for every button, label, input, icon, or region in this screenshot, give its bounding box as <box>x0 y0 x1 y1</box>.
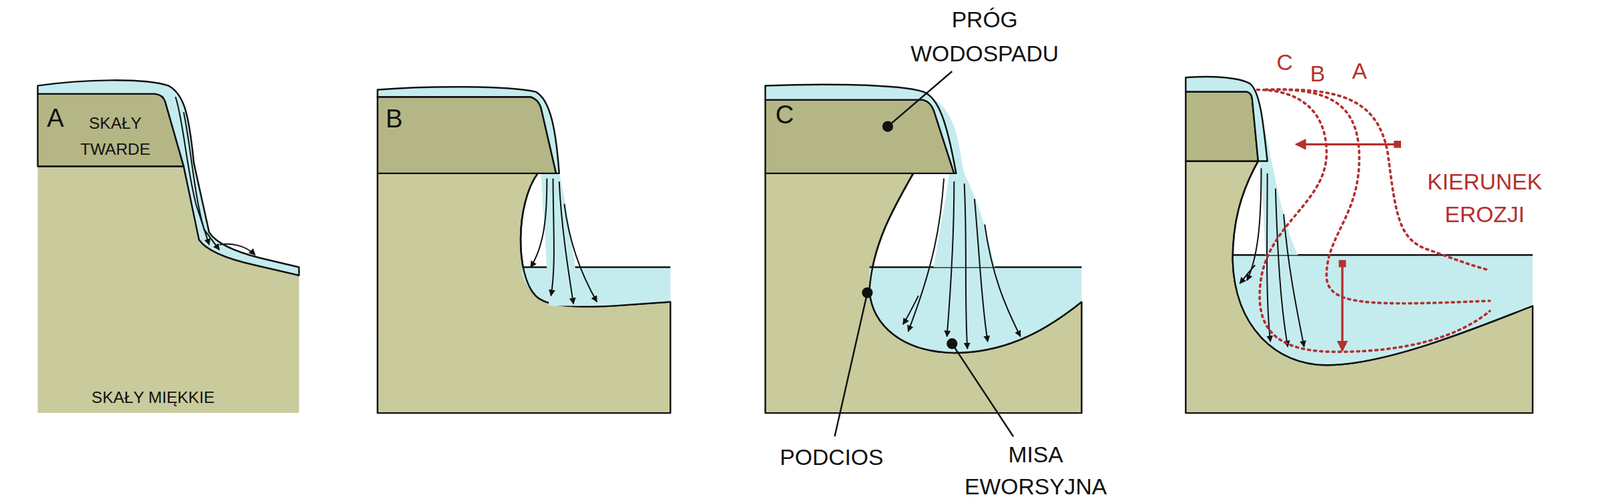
soft-rock <box>1185 161 1533 414</box>
panel-letter: C <box>775 98 795 130</box>
hard-rock <box>1185 92 1259 162</box>
rock-label: SKAŁY MIĘKKIE <box>91 387 215 408</box>
callout-label: MISA EWORSYJNA <box>964 438 1107 499</box>
panel-letter: A <box>46 102 65 133</box>
water <box>377 86 560 174</box>
water <box>38 80 300 276</box>
water <box>765 84 957 174</box>
callout-label: PRÓG WODOSPADU <box>910 3 1059 71</box>
soft-rock <box>38 166 300 414</box>
stage-letter: C <box>1276 50 1293 77</box>
soft-rock <box>765 173 1083 414</box>
hard-rock <box>377 96 557 174</box>
erosion-arrows <box>1295 140 1401 352</box>
leader-lines <box>834 71 1014 437</box>
rock-label: SKAŁY TWARDE <box>80 110 151 163</box>
stage-letter: B <box>1310 61 1325 89</box>
callout-label: PODCIOS <box>779 445 884 472</box>
erosion-label: KIERUNEK EROZJI <box>1427 166 1542 232</box>
hard-rock <box>38 94 185 167</box>
stage-letter: A <box>1352 58 1368 85</box>
panel-letter: B <box>385 102 404 134</box>
soft-rock <box>377 173 671 414</box>
water <box>1185 76 1267 161</box>
